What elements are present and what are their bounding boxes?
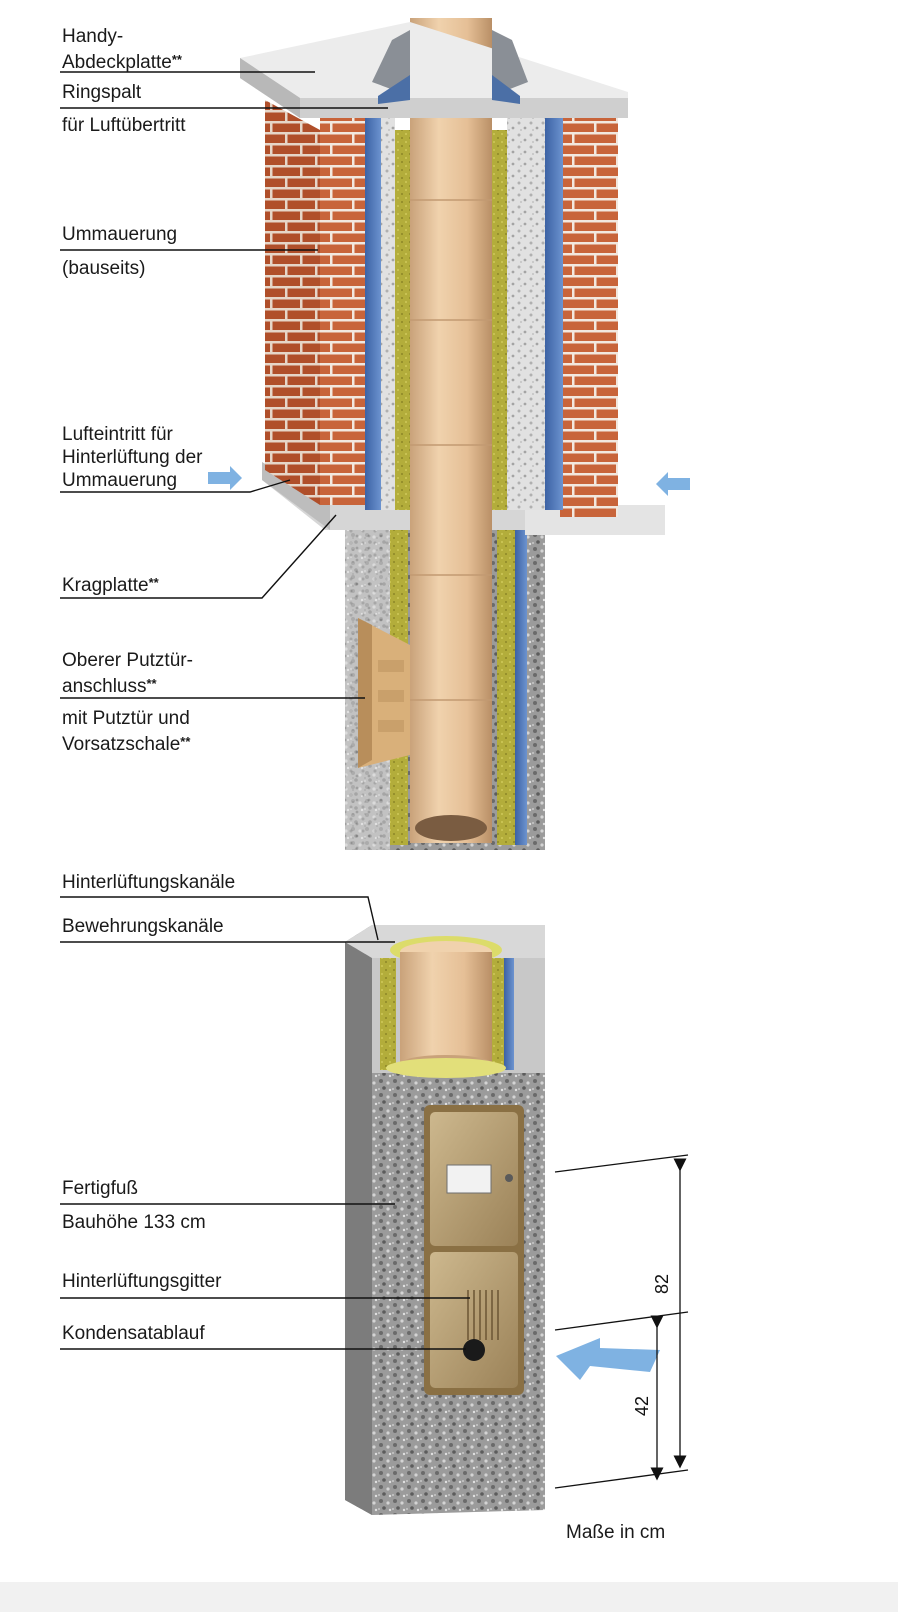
label-kondensatablauf: Kondensatablauf <box>62 1323 205 1344</box>
cover-plate <box>240 22 628 118</box>
label-putztuer-3: mit Putztür und <box>62 708 190 729</box>
label-bewehrungskanaele: Bewehrungskanäle <box>62 916 224 937</box>
label-abdeckplatte: Abdeckplatte** <box>62 52 182 73</box>
bottom-bar <box>0 1582 898 1612</box>
label-ringspalt: Ringspalt <box>62 82 142 103</box>
label-putztuer-4: Vorsatzschale** <box>62 734 191 755</box>
chimney-liner <box>410 18 492 843</box>
dimension-42-text: 42 <box>632 1396 652 1416</box>
label-putztuer-1: Oberer Putztür- <box>62 650 193 671</box>
foot-cleaning-door <box>424 1105 524 1395</box>
leader-lines <box>60 71 470 1350</box>
label-lufteintritt-3: Ummauerung <box>62 470 178 491</box>
label-ummauerung: Ummauerung <box>62 224 178 245</box>
label-luftuebertritt: für Luftübertritt <box>62 115 186 136</box>
chimney-layers <box>365 100 563 510</box>
label-kragplatte: Kragplatte** <box>62 575 159 596</box>
upper-cleaning-door <box>358 618 410 768</box>
brick-masonry <box>265 100 618 517</box>
inflow-arrow <box>556 1338 660 1380</box>
label-bauhoehe: Bauhöhe 133 cm <box>62 1212 206 1233</box>
air-inlet-arrows <box>208 466 690 496</box>
units-note: Maße in cm <box>566 1522 666 1543</box>
label-handy: Handy- <box>62 26 124 47</box>
dimension-lines <box>554 1154 689 1489</box>
label-putztuer-2: anschluss** <box>62 676 157 697</box>
label-hinterlueftungskanaele: Hinterlüftungskanäle <box>62 872 236 893</box>
dimension-82-text: 82 <box>652 1274 672 1294</box>
label-fertigfuss: Fertigfuß <box>62 1178 139 1199</box>
label-hinterlueftungsgitter: Hinterlüftungsgitter <box>62 1271 222 1292</box>
label-bauseits: (bauseits) <box>62 258 146 279</box>
label-lufteintritt-2: Hinterlüftung der <box>62 447 203 468</box>
label-lufteintritt-1: Lufteintritt für <box>62 424 173 445</box>
